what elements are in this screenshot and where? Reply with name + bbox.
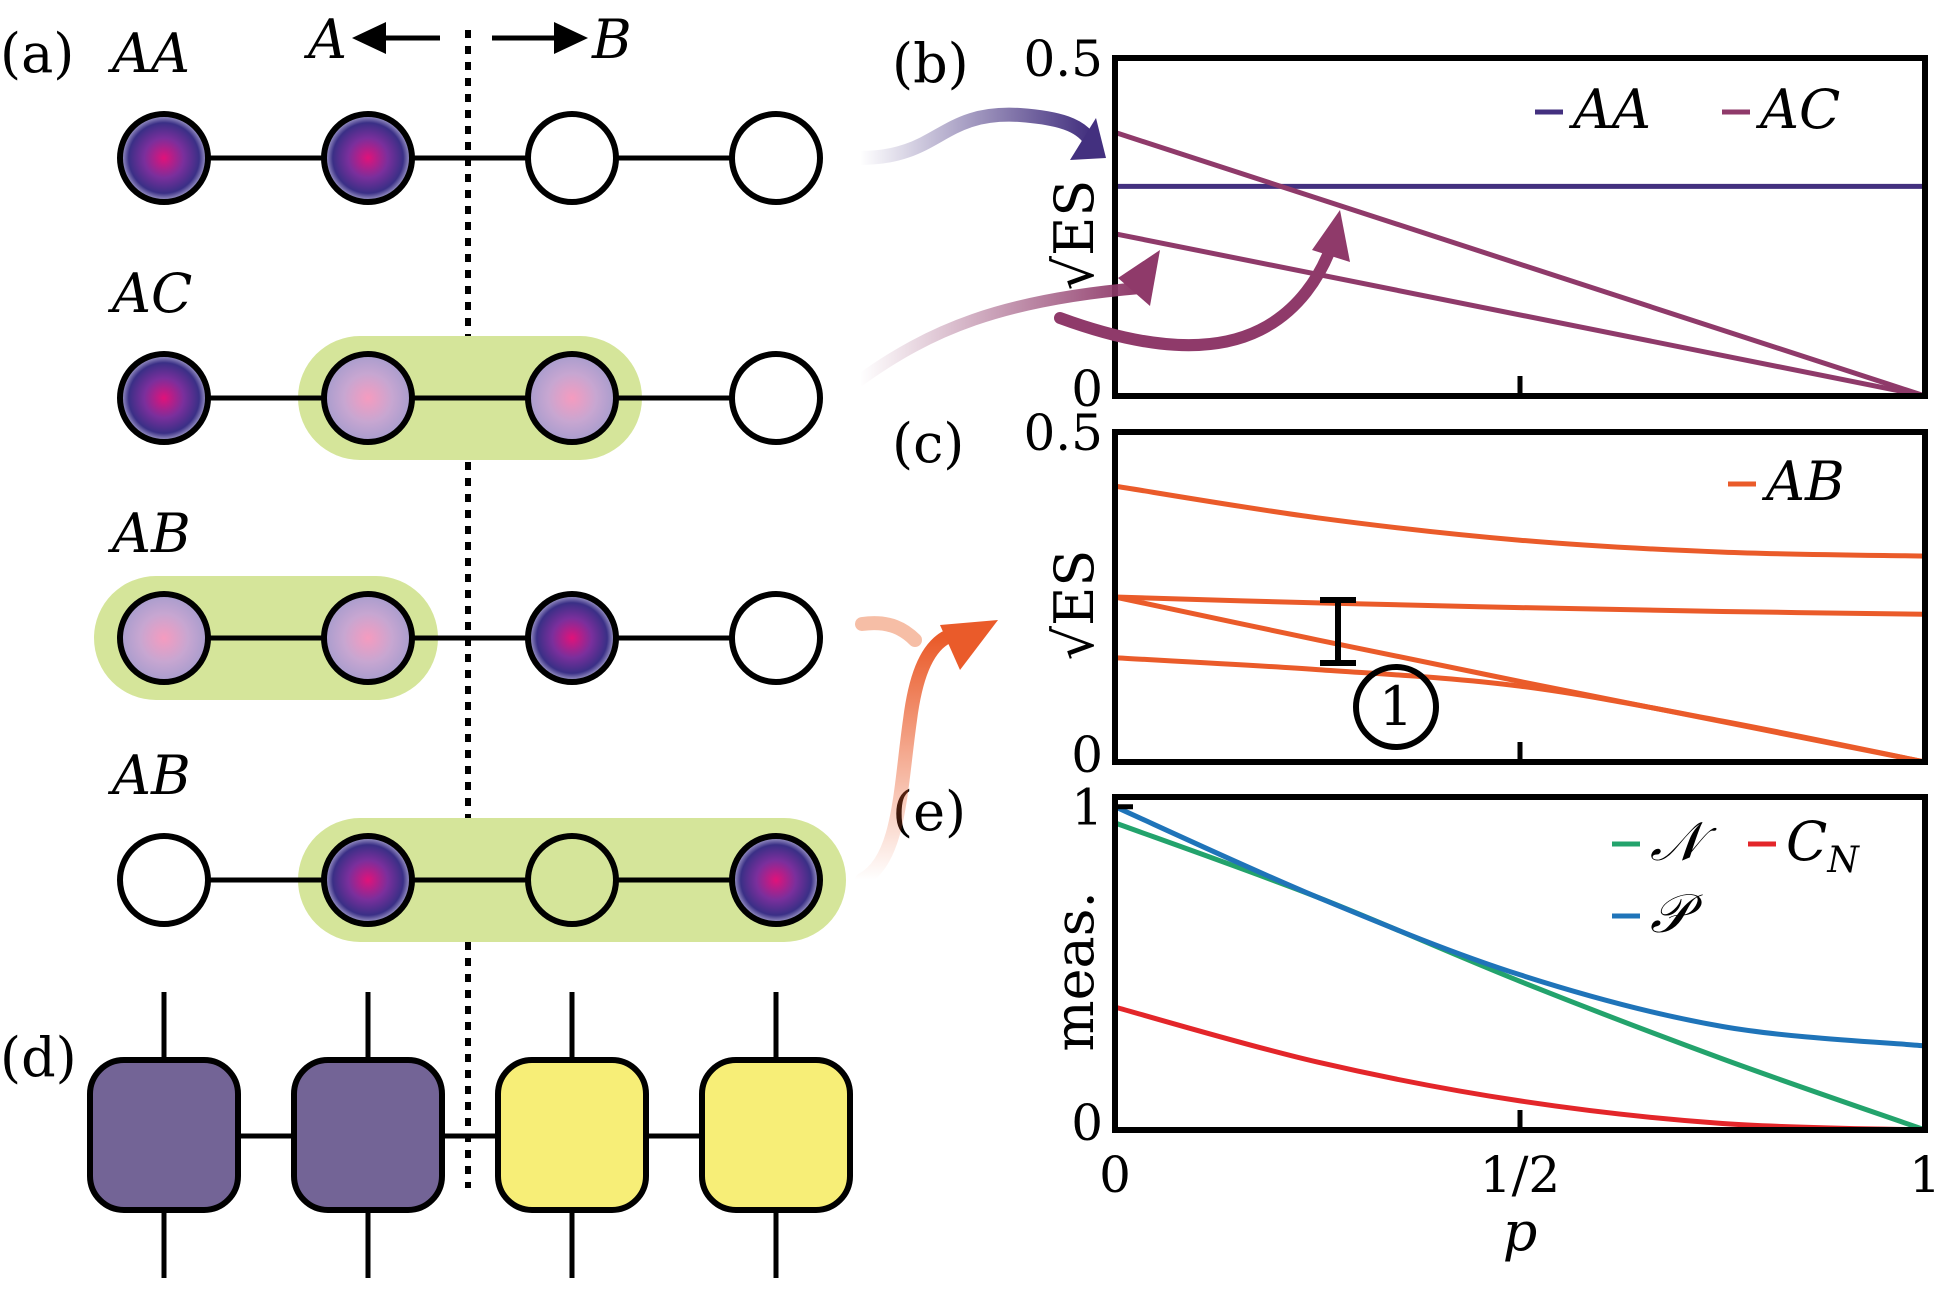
series-line-AC (1114, 231, 1926, 399)
bipartition-arrows: A B (303, 8, 632, 71)
chain-site (729, 591, 823, 685)
chain-row: AA (107, 22, 823, 205)
series-line-CN (1114, 1004, 1926, 1133)
y-tick-label: 0 (1071, 360, 1103, 418)
arrowhead-icon (1070, 118, 1106, 160)
panel-label-b: (b) (892, 32, 969, 95)
y-tick-label: 0.5 (1023, 30, 1103, 88)
region-b-label: B (591, 8, 632, 71)
tensor-block (495, 1057, 649, 1213)
annotation-circle (1353, 664, 1439, 750)
chart-e: 0 1 0 1/2 1 meas. p 𝒩 CN 𝒫 (1043, 779, 1936, 1263)
panel-label-d: (d) (0, 1026, 77, 1089)
chain-site (321, 351, 415, 445)
connector-ac-1 (854, 282, 1146, 386)
y-tick-label: 1 (1071, 779, 1103, 837)
region-a-label: A (303, 8, 347, 71)
chain-site (525, 351, 619, 445)
legend-label: CN (1786, 810, 1860, 881)
series-line-AC (1114, 130, 1926, 399)
y-axis-label: √ES (1043, 180, 1106, 291)
series-line-N (1114, 820, 1926, 1133)
series-line-AB (1114, 655, 1926, 765)
arrow-left-icon (352, 22, 386, 54)
chain-site (117, 111, 211, 205)
connector-ab (855, 631, 952, 887)
series-line-AB (1114, 594, 1926, 617)
tensor-block (291, 1057, 445, 1213)
arrowhead-icon (1118, 250, 1160, 306)
chain-site (525, 111, 619, 205)
arrowhead-icon (1312, 210, 1350, 262)
tensor-block (87, 1057, 241, 1213)
series-line-AB (1114, 483, 1926, 559)
tensor-block (699, 1057, 853, 1213)
x-tick-label: 1/2 (1480, 1146, 1560, 1204)
panel-label-a: (a) (0, 22, 74, 85)
chain-site (729, 351, 823, 445)
y-tick-label: 0 (1071, 726, 1103, 784)
chain-site (729, 833, 823, 927)
legend-label: AC (1755, 78, 1840, 141)
legend-label: AB (1761, 450, 1845, 513)
connector-aa (853, 107, 1097, 165)
chain-site (321, 111, 415, 205)
chain-row: AB (94, 502, 823, 700)
y-tick-label: 0 (1071, 1094, 1103, 1152)
x-tick-label: 0 (1099, 1146, 1131, 1204)
chain-site (117, 351, 211, 445)
connector-ab-short (855, 616, 922, 647)
y-axis-label: meas. (1043, 891, 1106, 1051)
chain-site (525, 833, 619, 927)
chain-site (729, 111, 823, 205)
y-axis-label: √ES (1043, 550, 1106, 661)
chain-site (321, 591, 415, 685)
tensor-network (87, 992, 853, 1278)
chain-site (117, 833, 211, 927)
series-line-P (1113, 804, 1926, 1049)
chart-c: 0 0.5 √ES AB 1 (1023, 404, 1928, 784)
legend-label: 𝒫 (1650, 882, 1703, 945)
x-tick-label: 1 (1909, 1146, 1936, 1204)
chain-site (117, 591, 211, 685)
panel-label-c: (c) (892, 412, 964, 475)
chain-row-label: AB (107, 744, 191, 807)
arrowhead-icon (940, 620, 998, 670)
legend-label: 𝒩 (1650, 810, 1717, 873)
legend-label: AA (1568, 78, 1651, 141)
chain-row-label: AA (107, 22, 190, 85)
y-tick-label: 0.5 (1023, 404, 1103, 462)
chain-row: AC (107, 262, 823, 460)
annotation-label: 1 (1379, 675, 1413, 738)
chain-site (525, 591, 619, 685)
connector-ac-2 (1054, 244, 1336, 352)
chart-b: 0 0.5 √ES AA AC (1023, 30, 1928, 418)
x-axis-label: p (1503, 1200, 1538, 1263)
arrow-right-icon (554, 22, 588, 54)
chain-site (321, 833, 415, 927)
chain-row-label: AC (107, 262, 192, 325)
connector-arrows (853, 107, 1350, 887)
chain-row: AB (107, 744, 846, 942)
chain-diagram: AA AC AB AB (94, 22, 846, 942)
chain-row-label: AB (107, 502, 191, 565)
